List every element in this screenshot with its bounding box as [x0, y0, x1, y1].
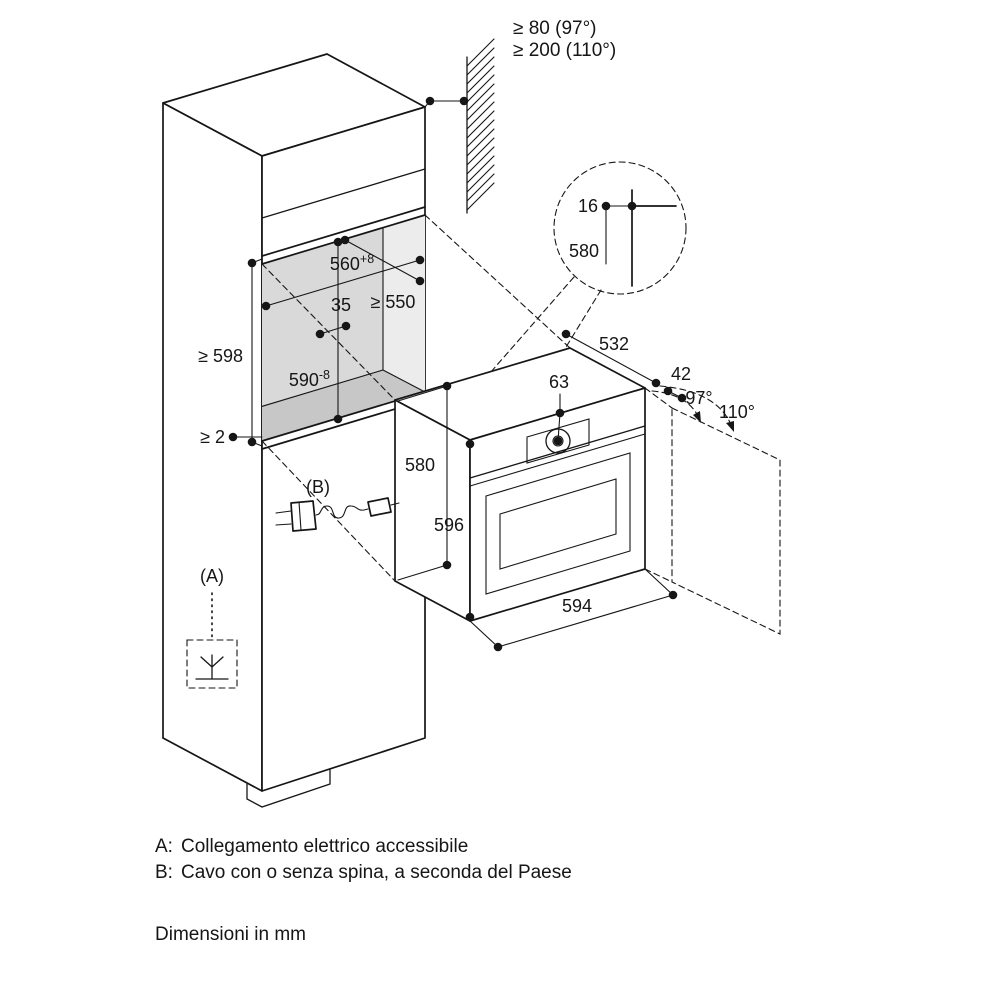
oven-width-label: 594 [562, 596, 592, 616]
control-knob [545, 428, 571, 454]
cable-connector-box [367, 497, 392, 517]
niche-height-label: 590-8 [289, 368, 330, 390]
door-clearance-label: 42 [671, 364, 691, 384]
legend-text-b: Cavo con o senza spina, a seconda del Pa… [181, 862, 572, 883]
door-frame [485, 452, 631, 595]
niche-min-height-label: ≥ 598 [198, 346, 243, 366]
dim-door-clearance: 42 [663, 364, 691, 403]
niche-depth-label: ≥ 550 [371, 292, 416, 312]
door-open-position: 97° 110° [644, 385, 781, 635]
units-note: Dimensioni in mm [155, 924, 306, 945]
cable-coil [315, 505, 369, 519]
door-angle-110-label: 110° [719, 402, 755, 422]
dim-oven-width: 594 [469, 568, 678, 652]
dim-niche-width: 560+8 [261, 252, 425, 311]
plug-icon [290, 500, 317, 532]
door-handle [469, 433, 646, 487]
dim-oven-front-height: 596 [434, 439, 475, 622]
oven-niche [261, 206, 426, 450]
cabinet-panel-line [261, 168, 426, 219]
power-cable: (B) [275, 477, 400, 532]
legend-text-a: Collegamento elettrico accessibile [181, 836, 469, 857]
door-angle-97-label: 97° [685, 388, 712, 408]
oven [394, 347, 646, 622]
callout-b-label: (B) [306, 477, 330, 497]
wall-section [466, 38, 495, 214]
callout-a-label: (A) [200, 566, 224, 586]
legend-key-a: A: [155, 836, 173, 857]
dim-niche-depth: ≥ 550 [340, 235, 425, 312]
knob-plate [526, 418, 590, 464]
electrical-connection-callout: (A) [186, 566, 238, 689]
dim-oven-body-height: 580 [397, 381, 452, 581]
niche-floor [262, 370, 425, 441]
niche-side-wall [383, 215, 425, 392]
legend-key-b: B: [155, 862, 173, 883]
legend-item-a: A: Collegamento elettrico accessibile [155, 834, 572, 860]
oven-body-depth-label: 532 [599, 334, 629, 354]
swing-arc-110 [659, 385, 733, 428]
door-glass [499, 478, 617, 570]
open-door-outline [671, 407, 781, 635]
detail-circle [553, 161, 687, 295]
wall-clearance-97-label: ≥ 80 (97°) [513, 18, 597, 39]
niche-width-label: 560+8 [330, 252, 374, 274]
detail-height-label: 580 [569, 241, 599, 261]
control-panel-divider [469, 425, 646, 479]
dim-wall-distance [424, 96, 469, 108]
bottom-gap-label: ≥ 2 [200, 427, 225, 447]
legend-item-b: B: Cavo con o senza spina, a seconda del … [155, 860, 572, 886]
dim-knob-offset: 63 [549, 372, 569, 446]
wall-hatching [466, 38, 495, 211]
legend: A: Collegamento elettrico accessibile B: C… [155, 834, 572, 886]
oven-front-height-label: 596 [434, 515, 464, 535]
dim-niche-height: 590-8 [289, 237, 343, 424]
detail-overlap-label: 16 [578, 196, 598, 216]
connection-zone-box [186, 639, 238, 689]
oven-body-height-label: 580 [405, 455, 435, 475]
dim-niche-min-height: ≥ 598 [198, 258, 263, 447]
cabinet-plinth [246, 769, 331, 808]
wall-clearance-110-label: ≥ 200 (110°) [513, 40, 616, 61]
niche-side-clearance-label: 35 [331, 295, 351, 315]
dim-bottom-gap: ≥ 2 [200, 427, 263, 447]
dim-oven-body-depth: 532 [561, 329, 661, 388]
connection-symbol-icon [195, 654, 229, 680]
projection-lines [261, 214, 571, 582]
dim-niche-side-clearance: 35 [315, 295, 351, 339]
oven-side-face [394, 399, 471, 622]
detail-profile [631, 189, 677, 287]
knob-offset-label: 63 [549, 372, 569, 392]
